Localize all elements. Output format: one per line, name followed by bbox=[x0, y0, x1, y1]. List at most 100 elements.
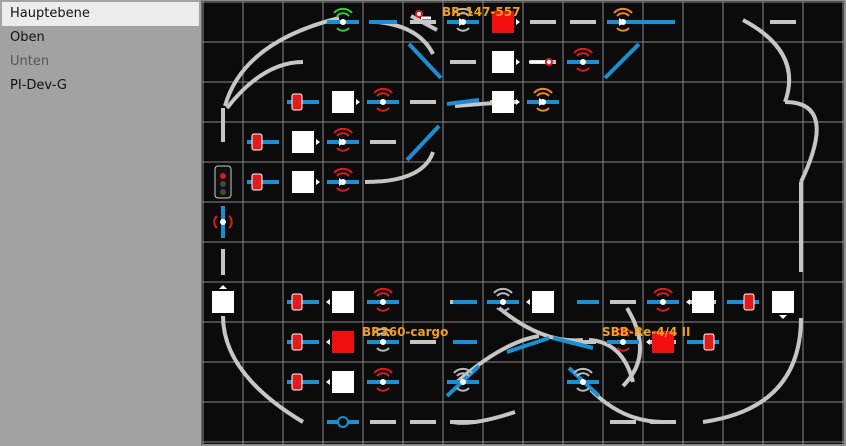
block-arrow-icon bbox=[326, 379, 330, 385]
level-item-pi-dev-g[interactable]: PI-Dev-G bbox=[10, 78, 67, 93]
block-arrow-icon bbox=[779, 315, 787, 319]
block-arrow-icon bbox=[526, 299, 530, 305]
block-icon[interactable] bbox=[492, 11, 514, 33]
block-icon[interactable] bbox=[692, 291, 714, 313]
block-icon[interactable] bbox=[492, 51, 514, 73]
rail-curve[interactable] bbox=[621, 306, 642, 388]
signal-icon[interactable] bbox=[743, 293, 755, 311]
contact-icon[interactable] bbox=[337, 416, 349, 428]
sensor-wave-icon bbox=[373, 327, 393, 352]
level-item-unten[interactable]: Unten bbox=[10, 54, 50, 69]
sensor-icon[interactable] bbox=[380, 339, 386, 345]
signal-icon[interactable] bbox=[251, 173, 263, 191]
sensor-icon[interactable] bbox=[660, 299, 666, 305]
light-signal-lamp-icon bbox=[220, 181, 226, 187]
block-arrow-icon bbox=[686, 299, 690, 305]
sensor-icon[interactable] bbox=[380, 299, 386, 305]
rail-curve[interactable] bbox=[589, 388, 664, 424]
signal-icon[interactable] bbox=[251, 133, 263, 151]
block-arrow-icon bbox=[516, 59, 520, 65]
route-segment[interactable] bbox=[603, 42, 641, 80]
direction-icon bbox=[539, 98, 545, 106]
rail-curve[interactable] bbox=[742, 18, 792, 103]
rail-curve[interactable] bbox=[784, 100, 819, 183]
sensor-icon[interactable] bbox=[620, 339, 626, 345]
sensor-wave-icon bbox=[373, 287, 393, 312]
light-signal-lamp-icon bbox=[220, 173, 226, 179]
sensor-icon[interactable] bbox=[580, 379, 586, 385]
block-icon[interactable] bbox=[772, 291, 794, 313]
sensor-wave-icon bbox=[613, 327, 633, 352]
track-plan-canvas[interactable]: BR-147-557 BR360-cargo SBB-Re-4/4 II bbox=[202, 1, 844, 444]
block-icon[interactable] bbox=[652, 331, 674, 353]
rail-curve[interactable] bbox=[376, 20, 435, 55]
block-arrow-icon bbox=[516, 99, 520, 105]
rail-curve[interactable] bbox=[588, 338, 635, 383]
route-segment[interactable] bbox=[405, 124, 441, 162]
block-icon[interactable] bbox=[492, 91, 514, 113]
block-arrow-icon bbox=[316, 139, 320, 145]
block-icon[interactable] bbox=[292, 171, 314, 193]
block-icon[interactable] bbox=[212, 291, 234, 313]
track-plan-svg[interactable]: BR-147-557 BR360-cargo SBB-Re-4/4 II bbox=[202, 1, 844, 444]
sensor-icon[interactable] bbox=[500, 299, 506, 305]
sensor-icon[interactable] bbox=[580, 59, 586, 65]
signal-icon[interactable] bbox=[291, 373, 303, 391]
light-signal-lamp-icon bbox=[220, 189, 226, 195]
signal-icon[interactable] bbox=[291, 93, 303, 111]
train-label-sbb-re-4-4-ii: SBB-Re-4/4 II bbox=[602, 325, 690, 339]
sensor-icon[interactable] bbox=[380, 99, 386, 105]
train-label-br360-cargo: BR360-cargo bbox=[362, 325, 448, 339]
block-arrow-icon bbox=[356, 99, 360, 105]
signal-icon[interactable] bbox=[291, 333, 303, 351]
signal-icon[interactable] bbox=[291, 293, 303, 311]
route-segment[interactable] bbox=[552, 336, 594, 350]
block-arrow-icon bbox=[219, 285, 227, 289]
block-icon[interactable] bbox=[292, 131, 314, 153]
level-list[interactable]: Hauptebene Oben Unten PI-Dev-G bbox=[0, 0, 202, 446]
rail-curve[interactable] bbox=[223, 16, 340, 107]
sensor-wave-icon bbox=[493, 287, 513, 312]
sensor-wave-icon bbox=[533, 87, 553, 112]
grid-lines bbox=[202, 1, 844, 444]
decoupler-head-icon bbox=[415, 10, 423, 18]
route-segment[interactable] bbox=[407, 42, 443, 80]
sensor-wave-icon bbox=[653, 287, 673, 312]
rail-curve[interactable] bbox=[225, 60, 304, 110]
sensor-icon[interactable] bbox=[340, 19, 346, 25]
sensor-wave-icon bbox=[213, 215, 233, 229]
direction-icon bbox=[459, 18, 465, 26]
rail-piece bbox=[410, 14, 438, 32]
sensor-icon[interactable] bbox=[460, 379, 466, 385]
direction-icon bbox=[339, 138, 345, 146]
sensor-icon[interactable] bbox=[220, 219, 226, 225]
rail-curve[interactable] bbox=[221, 315, 305, 424]
block-arrow-icon bbox=[326, 339, 330, 345]
rail-curve[interactable] bbox=[497, 306, 584, 343]
rail-curve[interactable] bbox=[702, 317, 803, 424]
level-item-hauptebene[interactable]: Hauptebene bbox=[2, 2, 199, 26]
rail-curve[interactable] bbox=[364, 151, 435, 184]
block-icon[interactable] bbox=[332, 331, 354, 353]
train-label-layer: BR-147-557 BR360-cargo SBB-Re-4/4 II bbox=[362, 5, 690, 339]
rail-curve[interactable] bbox=[452, 410, 516, 425]
signal-icon[interactable] bbox=[703, 333, 715, 351]
block-icon[interactable] bbox=[332, 91, 354, 113]
direction-icon bbox=[339, 178, 345, 186]
sensor-wave-icon bbox=[573, 367, 593, 392]
route-segment[interactable] bbox=[446, 98, 480, 106]
block-icon[interactable] bbox=[332, 371, 354, 393]
block-icon[interactable] bbox=[332, 291, 354, 313]
sensor-wave-icon bbox=[373, 87, 393, 112]
sensor-wave-icon bbox=[373, 367, 393, 392]
direction-icon bbox=[619, 18, 625, 26]
route-segment[interactable] bbox=[506, 336, 550, 354]
block-arrow-icon bbox=[646, 339, 650, 345]
sensor-icon[interactable] bbox=[380, 379, 386, 385]
object-layer[interactable] bbox=[212, 7, 794, 428]
block-icon[interactable] bbox=[532, 291, 554, 313]
level-item-oben[interactable]: Oben bbox=[10, 30, 45, 45]
block-arrow-icon bbox=[516, 19, 520, 25]
sensor-wave-icon bbox=[573, 47, 593, 72]
train-label-br-147-557: BR-147-557 bbox=[442, 5, 520, 19]
